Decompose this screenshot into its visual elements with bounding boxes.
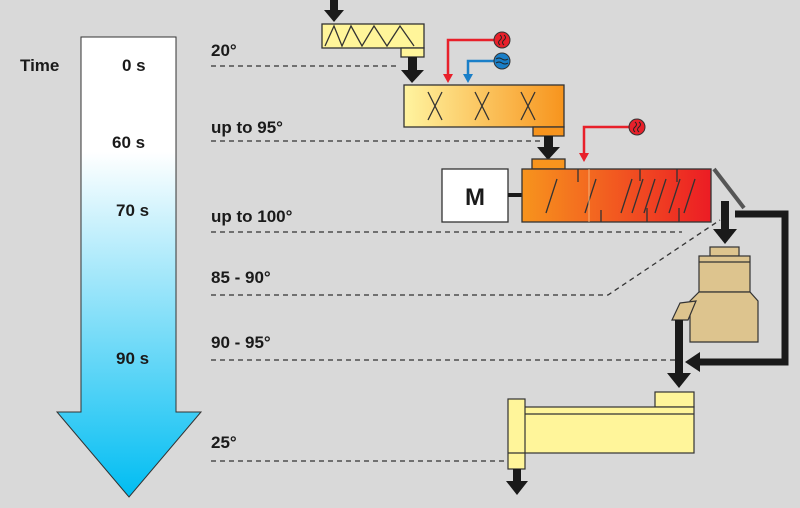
time-mark-0: 0 s: [122, 56, 146, 75]
arrow-to-cooler: [713, 201, 737, 244]
cooling-line: [463, 52, 511, 83]
arrow-to-mixer: [401, 57, 424, 83]
leader-lines: [211, 65, 721, 462]
mixer: [403, 84, 565, 137]
return-loop: [695, 210, 789, 366]
temp-label-4: 85 - 90°: [211, 268, 271, 287]
feed-arrow: [324, 0, 344, 22]
heating-line-2: [579, 118, 646, 162]
motor-label: M: [465, 184, 485, 211]
temp-label-2: up to 95°: [211, 118, 283, 137]
time-arrow-shape: [55, 36, 203, 498]
temp-label-3: up to 100°: [211, 207, 293, 226]
temp-label-1: 20°: [211, 41, 237, 60]
extruder: [521, 158, 746, 223]
arrow-to-extruder: [537, 136, 560, 160]
feed-screw: [321, 23, 425, 58]
output-arrow: [506, 469, 528, 495]
return-arrowhead: [685, 352, 700, 372]
motor: M: [441, 168, 522, 223]
time-mark-60: 60 s: [112, 133, 145, 152]
time-mark-70: 70 s: [116, 201, 149, 220]
arrow-to-packager: [667, 320, 691, 388]
cooling-mixer: [671, 246, 759, 343]
temp-label-6: 25°: [211, 433, 237, 452]
temp-label-5: 90 - 95°: [211, 333, 271, 352]
time-mark-90: 90 s: [116, 349, 149, 368]
heating-line-1: [443, 31, 511, 83]
packaging-unit: [507, 391, 695, 470]
time-label: Time: [20, 56, 59, 75]
